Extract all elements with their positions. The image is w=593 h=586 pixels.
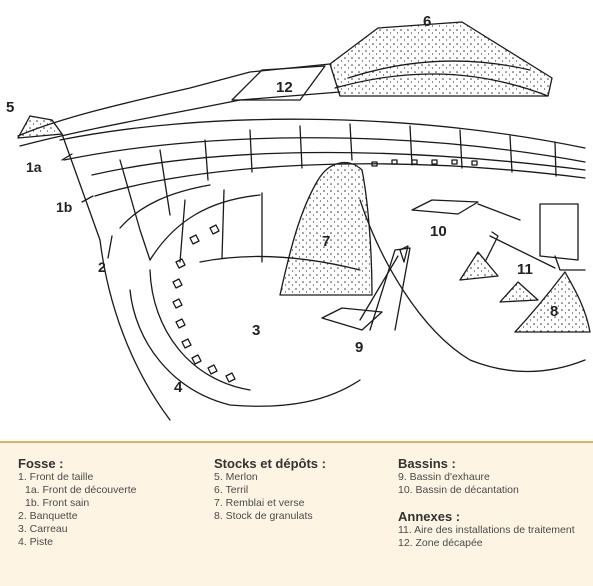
quarry-sketch: 1a 1b 2 3 4 5 6 7 8 9 10 11 12: [0, 0, 593, 440]
bench-mid: [64, 138, 585, 162]
label-8: 8: [550, 303, 558, 320]
legend-item: 6. Terril: [214, 484, 326, 497]
legend-item: 1b. Front sain: [18, 497, 137, 510]
label-12: 12: [276, 79, 293, 96]
legend-bassins-title: Bassins :: [398, 457, 575, 470]
aggregate-stock-8: [515, 272, 590, 332]
backfill-7: [280, 163, 372, 295]
legend-item: 12. Zone décapée: [398, 537, 575, 550]
label-9: 9: [355, 339, 363, 356]
legend-item: 8. Stock de granulats: [214, 510, 326, 523]
legend-item: 5. Merlon: [214, 471, 326, 484]
label-10: 10: [430, 223, 447, 240]
label-7: 7: [322, 233, 330, 250]
legend-item: 10. Bassin de décantation: [398, 484, 575, 497]
legend-fosse-title: Fosse :: [18, 457, 137, 470]
legend-fosse: Fosse : 1. Front de taille 1a. Front de …: [18, 457, 137, 549]
legend-stocks: Stocks et dépôts : 5. Merlon 6. Terril 7…: [214, 457, 326, 523]
label-2: 2: [98, 259, 106, 275]
legend-item: 7. Remblai et verse: [214, 497, 326, 510]
spoil-heap-6: [330, 22, 552, 96]
legend-panel: Fosse : 1. Front de taille 1a. Front de …: [0, 441, 593, 586]
settling-basin-10: [412, 200, 478, 214]
bench-upper: [60, 119, 585, 148]
legend-item: 4. Piste: [18, 536, 137, 549]
berm-5: [18, 116, 62, 138]
legend-bassins: Bassins : 9. Bassin d'exhaure 10. Bassin…: [398, 457, 575, 550]
label-4: 4: [174, 379, 183, 396]
bench-lower: [150, 195, 260, 260]
legend-annexes-title: Annexes :: [398, 510, 575, 523]
label-11: 11: [517, 261, 533, 278]
label-1b: 1b: [56, 199, 72, 215]
legend-item: 9. Bassin d'exhaure: [398, 471, 575, 484]
label-1a: 1a: [26, 159, 42, 175]
label-6: 6: [423, 13, 431, 30]
legend-item: 11. Aire des installations de traitement: [398, 524, 575, 537]
label-5: 5: [6, 99, 14, 116]
legend-item: 1a. Front de découverte: [18, 484, 137, 497]
legend-item: 2. Banquette: [18, 510, 137, 523]
legend-item: 3. Carreau: [18, 523, 137, 536]
legend-stocks-title: Stocks et dépôts :: [214, 457, 326, 470]
legend-item: 1. Front de taille: [18, 471, 137, 484]
label-3: 3: [252, 322, 260, 339]
